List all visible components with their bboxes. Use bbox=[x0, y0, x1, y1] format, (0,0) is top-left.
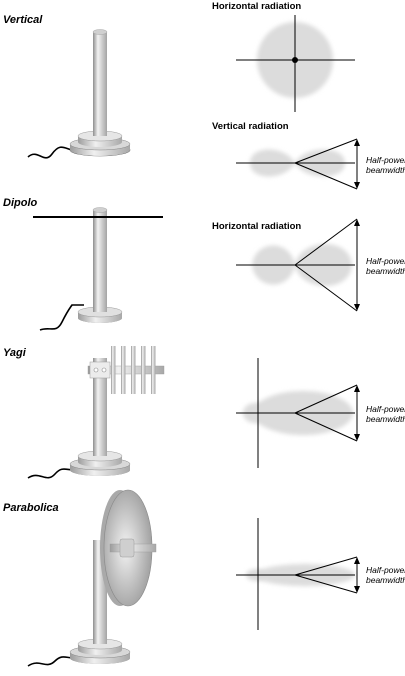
yagi-element-1 bbox=[111, 346, 116, 394]
yagi-antenna-figure bbox=[27, 346, 165, 479]
yagi-boom bbox=[87, 365, 165, 375]
vertical-cable bbox=[27, 146, 88, 159]
antenna-title-vertical: Vertical bbox=[3, 14, 43, 26]
beamwidth-label-4-line2: beamwidth bbox=[366, 575, 405, 585]
beamwidth-label-3-line1: Half-power bbox=[366, 404, 405, 414]
yagi-mast bbox=[93, 358, 107, 456]
yagi-element-4 bbox=[141, 346, 146, 394]
yagi-cable bbox=[27, 468, 88, 479]
beamwidth-label-2: Half-power beamwidth bbox=[366, 256, 405, 276]
antenna-title-dipolo: Dipolo bbox=[3, 197, 38, 209]
dipolo-cable bbox=[39, 304, 84, 331]
beamwidth-label-4: Half-power beamwidth bbox=[366, 565, 405, 585]
beamwidth-label-3-line2: beamwidth bbox=[366, 414, 405, 424]
beam-edge-lower bbox=[294, 162, 358, 190]
yagi-boom-clamp bbox=[89, 361, 111, 379]
beamwidth-label-3: Half-power beamwidth bbox=[366, 404, 405, 424]
beamwidth-label-1-line2: beamwidth bbox=[366, 165, 405, 175]
vertical-horizontal-pattern bbox=[236, 15, 355, 112]
antenna-center-dot bbox=[292, 57, 298, 63]
yagi-element-3 bbox=[131, 346, 136, 394]
beamwidth-label-1: Half-power beamwidth bbox=[366, 155, 405, 175]
vertical-antenna-figure bbox=[27, 29, 131, 159]
beamwidth-label-2-line1: Half-power bbox=[366, 256, 405, 266]
parabolica-pattern bbox=[236, 518, 360, 630]
yagi-element-2 bbox=[121, 346, 126, 394]
parabolica-cable bbox=[27, 656, 88, 667]
antenna-title-parabolica: Parabolica bbox=[3, 502, 59, 514]
vertical-vertical-pattern bbox=[236, 138, 360, 190]
beamwidth-label-1-line1: Half-power bbox=[366, 155, 405, 165]
label-horizontal-radiation-1: Horizontal radiation bbox=[212, 1, 302, 12]
dipolo-antenna-figure bbox=[33, 207, 163, 331]
yagi-element-5 bbox=[151, 346, 156, 394]
label-horizontal-radiation-2: Horizontal radiation bbox=[212, 221, 302, 232]
label-vertical-radiation: Vertical radiation bbox=[212, 121, 289, 132]
vertical-mast bbox=[93, 32, 107, 136]
dipolo-horizontal-pattern bbox=[236, 218, 360, 312]
dipolo-mast bbox=[93, 210, 107, 312]
beamwidth-label-4-line1: Half-power bbox=[366, 565, 405, 575]
beamwidth-label-2-line2: beamwidth bbox=[366, 266, 405, 276]
beam-edge-upper bbox=[294, 138, 358, 164]
parabolica-antenna-figure bbox=[27, 489, 157, 667]
antenna-title-yagi: Yagi bbox=[3, 347, 26, 359]
yagi-pattern bbox=[236, 358, 360, 468]
parabolic-feed-hub bbox=[119, 538, 135, 558]
